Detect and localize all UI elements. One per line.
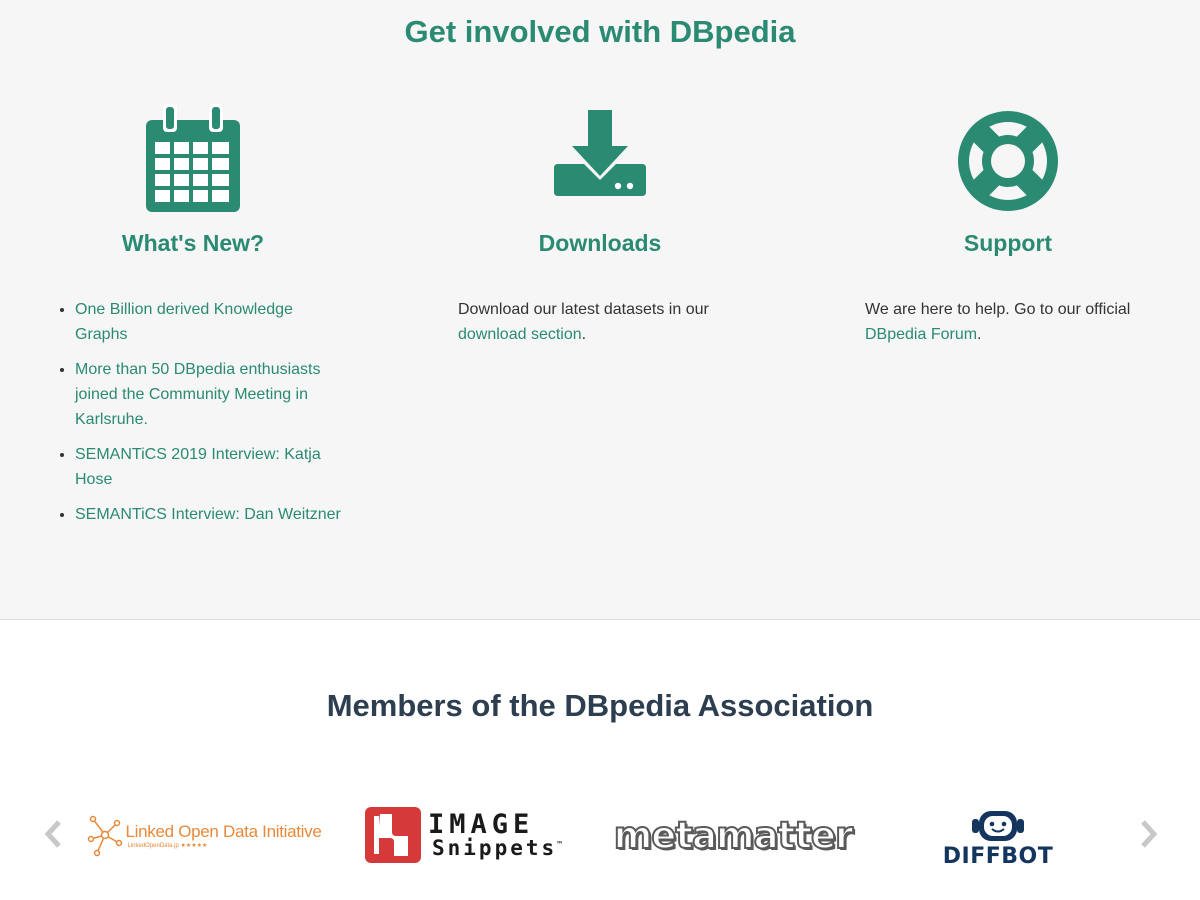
lodi-wordmark: Linked Open Data Initiative LinkedOpenDa… xyxy=(125,822,321,849)
carousel-prev-button[interactable] xyxy=(38,816,68,852)
logo-diffbot[interactable]: DIFFBOT xyxy=(940,804,1056,874)
news-list: One Billion derived Knowledge Graphs Mor… xyxy=(55,297,345,527)
image-snippets-line1: IMAGE xyxy=(428,809,535,840)
list-item: One Billion derived Knowledge Graphs xyxy=(75,297,345,347)
download-section-link[interactable]: download section xyxy=(458,326,582,343)
image-snippets-mark-icon xyxy=(365,807,421,863)
image-snippets-word: Snippets xyxy=(432,836,558,860)
news-link[interactable]: One Billion derived Knowledge Graphs xyxy=(75,301,293,343)
calendar-icon xyxy=(146,104,240,212)
logo-image-snippets[interactable]: IMAGE Snippets™ xyxy=(350,800,576,870)
logo-metamatter[interactable]: metamatter xyxy=(608,800,858,870)
chevron-left-icon xyxy=(44,820,61,848)
downloads-column: Downloads Download our latest datasets i… xyxy=(450,100,750,347)
support-text: We are here to help. Go to our official … xyxy=(865,297,1155,347)
image-snippets-wordmark: IMAGE Snippets™ xyxy=(428,811,562,859)
lodi-sub: LinkedOpenData.jp ★★★★★ xyxy=(127,842,208,849)
lodi-name: Linked Open Data Initiative xyxy=(125,821,322,841)
members-section: Members of the DBpedia Association Linke… xyxy=(0,620,1200,900)
downloads-heading: Downloads xyxy=(538,230,662,256)
news-link[interactable]: More than 50 DBpedia enthusiasts joined … xyxy=(75,361,321,428)
carousel-next-button[interactable] xyxy=(1134,816,1164,852)
support-column: Support We are here to help. Go to our o… xyxy=(858,100,1158,347)
downloads-text-suffix: . xyxy=(581,326,587,343)
news-link[interactable]: SEMANTiCS Interview: Dan Weitzner xyxy=(75,506,341,523)
support-heading: Support xyxy=(963,230,1053,256)
logo-linked-open-data-initiative[interactable]: Linked Open Data Initiative LinkedOpenDa… xyxy=(82,800,327,870)
list-item: SEMANTiCS 2019 Interview: Katja Hose xyxy=(75,442,345,492)
whats-new-heading: What's New? xyxy=(121,230,265,256)
get-involved-section: Get involved with DBpedia What's New? On… xyxy=(0,0,1200,620)
forum-link[interactable]: DBpedia Forum xyxy=(865,326,978,343)
news-link[interactable]: SEMANTiCS 2019 Interview: Katja Hose xyxy=(75,446,321,488)
chevron-right-icon xyxy=(1141,820,1158,848)
download-icon xyxy=(554,110,646,196)
list-item: SEMANTiCS Interview: Dan Weitzner xyxy=(75,502,345,527)
diffbot-wordmark: DIFFBOT xyxy=(942,844,1054,869)
image-snippets-line2: Snippets™ xyxy=(432,838,562,859)
section-title: Members of the DBpedia Association xyxy=(326,688,874,723)
lodi-network-icon xyxy=(88,815,123,857)
support-text-lead: We are here to help. Go to our official xyxy=(865,301,1131,318)
lifebuoy-icon xyxy=(958,111,1058,211)
support-text-suffix: . xyxy=(977,326,982,343)
list-item: More than 50 DBpedia enthusiasts joined … xyxy=(75,357,345,432)
whats-new-column: What's New? One Billion derived Knowledg… xyxy=(43,100,343,537)
section-title: Get involved with DBpedia xyxy=(404,14,796,49)
metamatter-wordmark: metamatter xyxy=(613,813,855,858)
diffbot-robot-icon xyxy=(972,811,1024,841)
downloads-text: Download our latest datasets in our down… xyxy=(458,297,748,347)
trademark-symbol: ™ xyxy=(557,840,562,849)
downloads-text-lead: Download our latest datasets in our xyxy=(458,301,709,318)
